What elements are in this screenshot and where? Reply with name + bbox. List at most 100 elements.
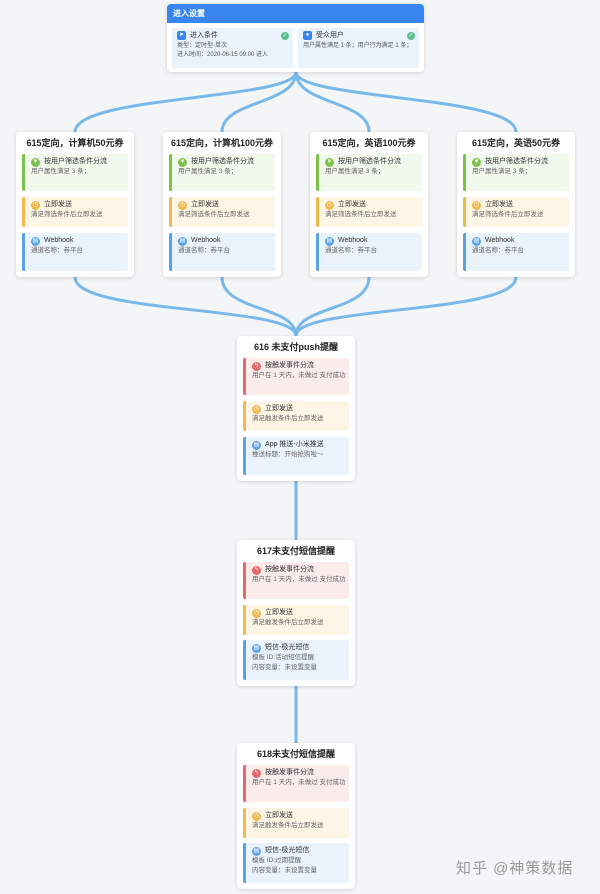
filter-icon: ▼: [472, 157, 481, 167]
channel-desc: 推送标题：开始抢购啦～: [252, 451, 324, 458]
step-card[interactable]: 618未支付短信提醒 ϟ 按触发事件分流 用户在 1 天内，未做过 支付成功 ◷立…: [237, 743, 355, 889]
audience-panel[interactable]: ● 受众用户 用户属性满足 1 条；用户行为满足 1 条； ✓: [298, 28, 419, 68]
channel-block[interactable]: ▤App 推送-小米推送 推送标题：开始抢购啦～: [243, 437, 349, 475]
send-timing-block[interactable]: ◷ 立即发送 满足触发条件后立即发送: [243, 605, 349, 635]
trigger-block-title: 按触发事件分流: [265, 566, 314, 573]
send-timing-block[interactable]: ◷ 立即发送 满足筛选条件后立即发送: [22, 197, 128, 227]
send-timing-title: 立即发送: [191, 201, 219, 208]
send-timing-block[interactable]: ◷ 立即发送 满足触发条件后立即发送: [243, 401, 349, 431]
clock-icon: ◷: [252, 608, 261, 618]
channel-block[interactable]: ▤ 短信-极光短信 模板 ID:活动短信提醒 内容变量：未设置变量: [243, 640, 349, 680]
send-timing-title: 立即发送: [485, 201, 513, 208]
send-timing-title: 立即发送: [265, 405, 293, 412]
message-icon: ▤: [178, 236, 187, 246]
channel-desc: 模板 ID:过期提醒: [252, 857, 302, 864]
channel-title: 短信-极光短信: [265, 644, 310, 651]
filter-block-title: 按用户筛选条件分流: [485, 158, 548, 165]
entry-settings-card[interactable]: 进入设置 ➤ 进入条件 类型：定时型-单次 进入时间：2020-06-15 09…: [167, 4, 424, 72]
send-timing-block[interactable]: ◷立即发送 满足触发条件后立即发送: [243, 808, 349, 838]
branch-card-title: 615定向，英语50元券: [471, 138, 561, 148]
filter-block[interactable]: ▼ 按用户筛选条件分流 用户属性满足 3 条；: [463, 154, 569, 191]
lightning-icon: ϟ: [252, 768, 261, 778]
filter-block-desc: 用户属性满足 3 条；: [472, 168, 532, 175]
branch-card-title: 615定向，计算机50元券: [26, 138, 124, 148]
channel-desc: 内容变量：未设置变量: [252, 664, 317, 671]
connector-branch-1-step-1: [73, 275, 298, 338]
channel-title: Webhook: [191, 237, 221, 244]
filter-block[interactable]: ▼按用户筛选条件分流 用户属性满足 3 条；: [22, 154, 128, 191]
filter-block[interactable]: ▼按用户筛选条件分流 用户属性满足 3 条；: [316, 154, 422, 191]
connector-branch-2-step-1: [220, 275, 298, 338]
message-icon: ▤: [31, 236, 40, 246]
clock-icon: ◷: [252, 404, 261, 414]
entry-condition-line: 进入时间：2020-06-15 09:00 进入: [177, 52, 269, 58]
trigger-block[interactable]: ϟ 按触发事件分流 用户在 1 天内，未做过 支付成功: [243, 562, 349, 599]
send-timing-title: 立即发送: [338, 201, 366, 208]
channel-desc: 通道名称：券平台: [178, 247, 230, 254]
entry-condition-panel[interactable]: ➤ 进入条件 类型：定时型-单次 进入时间：2020-06-15 09:00 进…: [172, 28, 293, 68]
channel-block[interactable]: ▤ Webhook 通道名称：券平台: [169, 233, 275, 271]
branch-card[interactable]: 615定向，计算机50元券 ▼按用户筛选条件分流 用户属性满足 3 条； ◷ 立即…: [16, 132, 134, 277]
message-icon: ▤: [472, 236, 481, 246]
check-icon: ✓: [407, 32, 415, 40]
message-icon: ▤: [252, 643, 261, 653]
connector-top-branch-2: [220, 70, 298, 134]
lightning-icon: ϟ: [252, 361, 261, 371]
send-timing-desc: 满足筛选条件后立即发送: [31, 211, 103, 218]
send-timing-desc: 满足触发条件后立即发送: [252, 415, 324, 422]
filter-icon: ▼: [325, 157, 334, 167]
channel-title: Webhook: [338, 237, 368, 244]
send-timing-title: 立即发送: [44, 201, 72, 208]
branch-card[interactable]: 615定向，英语50元券 ▼ 按用户筛选条件分流 用户属性满足 3 条； ◷立即发…: [457, 132, 575, 277]
send-timing-block[interactable]: ◷立即发送 满足筛选条件后立即发送: [169, 197, 275, 227]
trigger-block-desc: 用户在 1 天内，未做过 支付成功: [252, 372, 346, 379]
trigger-block-title: 按触发事件分流: [265, 362, 314, 369]
connector-top-branch-3: [294, 70, 371, 134]
send-timing-desc: 满足触发条件后立即发送: [252, 619, 324, 626]
filter-block-desc: 用户属性满足 3 条；: [178, 168, 238, 175]
check-icon: ✓: [281, 32, 289, 40]
clock-icon: ◷: [31, 200, 40, 210]
channel-block[interactable]: ▤短信-极光短信 模板 ID:过期提醒 内容变量：未设置变量: [243, 843, 349, 883]
branch-card[interactable]: 615定向，英语100元券 ▼按用户筛选条件分流 用户属性满足 3 条； ◷立即…: [310, 132, 428, 277]
channel-block[interactable]: ▤ Webhook 通道名称：券平台: [22, 233, 128, 271]
channel-desc: 通道名称：券平台: [31, 247, 83, 254]
send-timing-block[interactable]: ◷立即发送 满足筛选条件后立即发送: [463, 197, 569, 227]
send-timing-desc: 满足筛选条件后立即发送: [472, 211, 544, 218]
filter-icon: ▼: [31, 157, 40, 167]
lightning-icon: ϟ: [252, 565, 261, 575]
trigger-block[interactable]: ϟ 按触发事件分流 用户在 1 天内，未做过 支付成功: [243, 765, 349, 802]
message-icon: ▤: [252, 846, 261, 856]
entry-settings-header: 进入设置: [167, 4, 424, 23]
branch-card-title: 615定向，计算机100元券: [170, 138, 274, 148]
filter-block[interactable]: ▼按用户筛选条件分流 用户属性满足 3 条；: [169, 154, 275, 191]
trigger-block-title: 按触发事件分流: [265, 769, 314, 776]
entry-condition-line: 类型：定时型-单次: [177, 43, 227, 49]
channel-block[interactable]: ▤Webhook 通道名称：券平台: [463, 233, 569, 271]
filter-icon: ▼: [178, 157, 187, 167]
channel-block[interactable]: ▤Webhook 通道名称：券平台: [316, 233, 422, 271]
message-icon: ▤: [325, 236, 334, 246]
branch-card[interactable]: 615定向，计算机100元券 ▼按用户筛选条件分流 用户属性满足 3 条； ◷立…: [163, 132, 281, 277]
send-icon: ➤: [177, 31, 186, 40]
filter-block-title: 按用户筛选条件分流: [338, 158, 401, 165]
channel-title: 短信-极光短信: [265, 847, 310, 854]
trigger-block[interactable]: ϟ 按触发事件分流 用户在 1 天内，未做过 支付成功: [243, 358, 349, 395]
send-timing-title: 立即发送: [265, 609, 293, 616]
watermark: 知乎 @神策数据: [456, 860, 574, 877]
channel-title: Webhook: [44, 237, 74, 244]
channel-title: Webhook: [485, 237, 515, 244]
step-card-title: 618未支付短信提醒: [256, 749, 336, 759]
connector-branch-3-step-1: [294, 275, 371, 338]
filter-block-desc: 用户属性满足 3 条；: [31, 168, 91, 175]
trigger-block-desc: 用户在 1 天内，未做过 支付成功: [252, 576, 346, 583]
send-timing-block[interactable]: ◷立即发送 满足筛选条件后立即发送: [316, 197, 422, 227]
channel-desc: 模板 ID:活动短信提醒: [252, 654, 315, 661]
send-timing-desc: 满足触发条件后立即发送: [252, 822, 324, 829]
send-timing-desc: 满足筛选条件后立即发送: [325, 211, 397, 218]
connector-top-branch-1: [73, 70, 298, 134]
trigger-block-desc: 用户在 1 天内，未做过 支付成功: [252, 779, 346, 786]
